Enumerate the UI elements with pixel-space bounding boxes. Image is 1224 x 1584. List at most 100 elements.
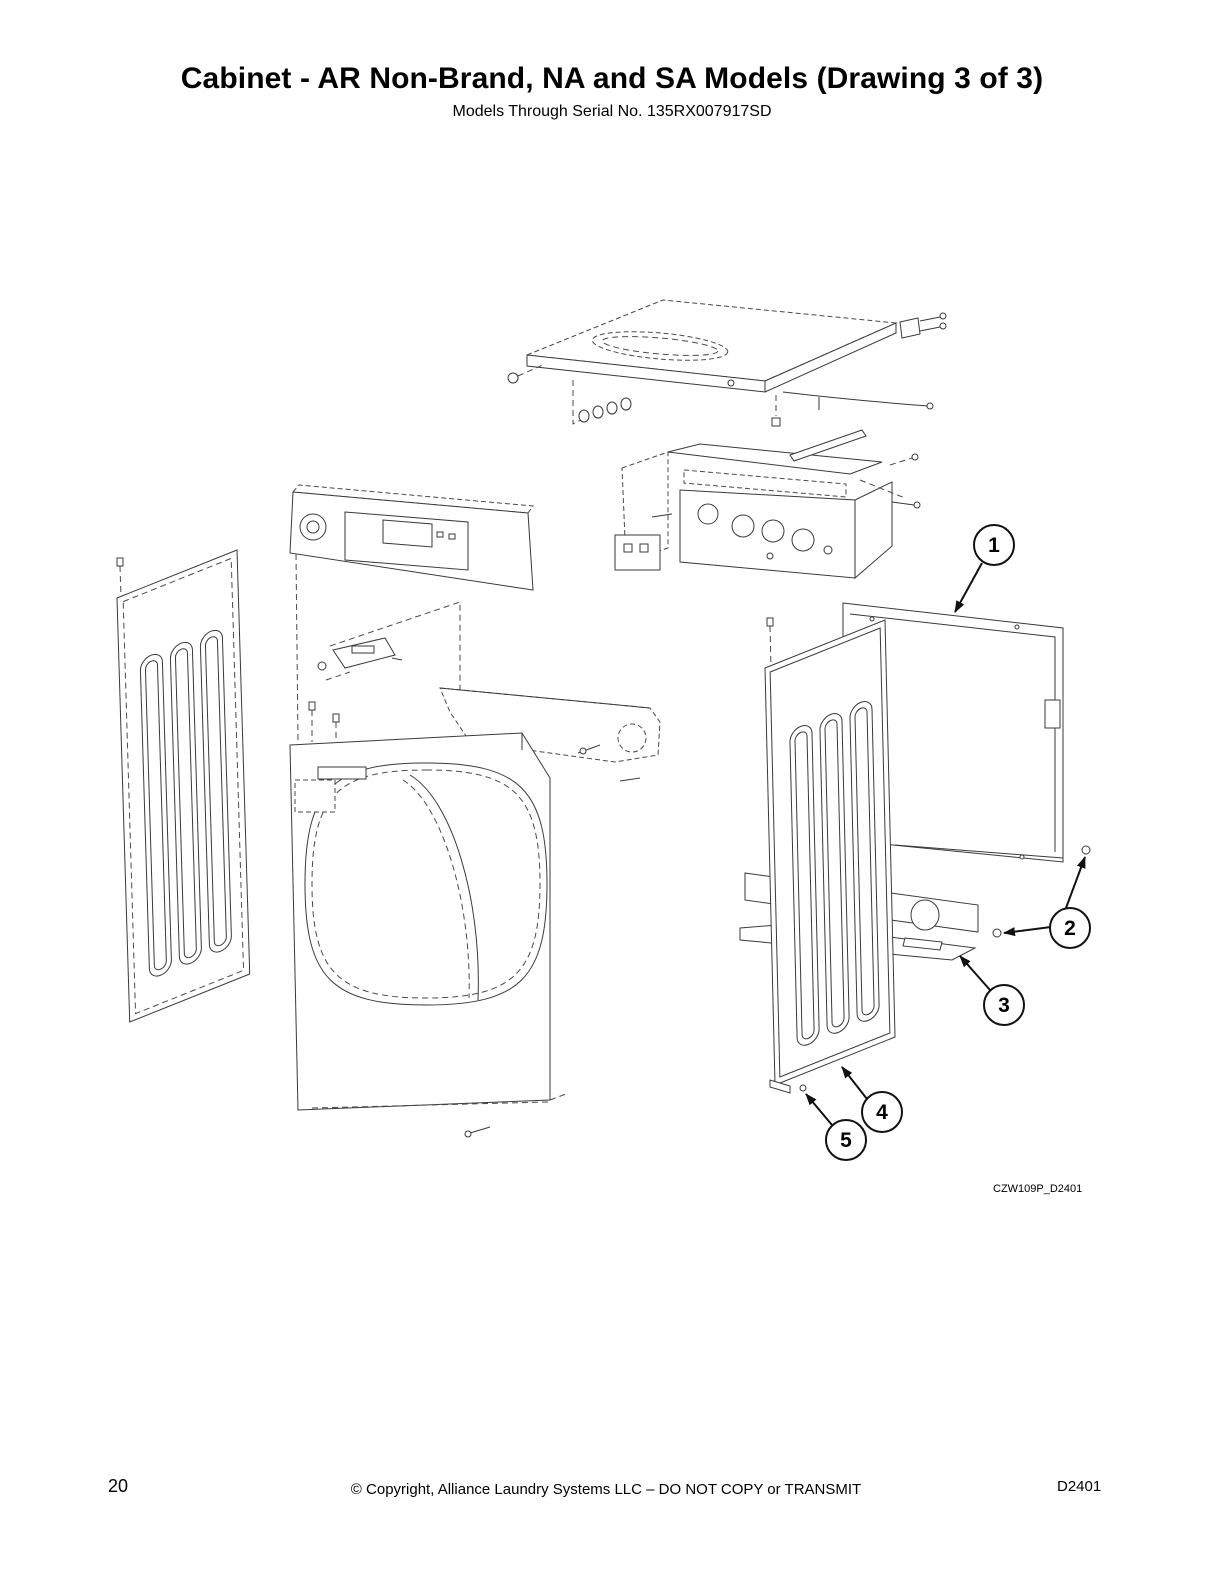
rear-panel-hole: [1014, 624, 1020, 630]
callout-leader: [805, 1093, 833, 1126]
control-knob-center: [306, 520, 320, 534]
callout-1: 1: [954, 524, 1015, 613]
callout-circle: [1049, 907, 1091, 949]
nut: [578, 409, 590, 423]
screw: [464, 1130, 472, 1138]
screw: [308, 701, 316, 711]
callout-2: 2: [1003, 856, 1091, 949]
control-box-top-opening: [683, 469, 847, 498]
callout-number: 1: [988, 534, 1000, 557]
dashed-leader: [119, 565, 122, 599]
nut: [606, 401, 618, 415]
display-window: [382, 519, 433, 548]
top-cover: [526, 299, 898, 393]
door-gasket: [311, 769, 541, 999]
rear-panel-bottom-flange: [894, 844, 1064, 859]
left-panel-rib: [170, 639, 202, 968]
control-box-hole: [766, 552, 774, 560]
dashed-leader: [889, 457, 913, 466]
left-panel-rib: [200, 627, 232, 956]
nut: [620, 397, 632, 411]
control-box-hole: [731, 514, 755, 538]
left-panel-rib-inner: [145, 659, 166, 972]
callout-number: 3: [998, 994, 1010, 1017]
support-bracket-edge: [439, 687, 651, 709]
right-panel-rib: [820, 710, 850, 1037]
callout-3: 3: [959, 955, 1025, 1026]
screw: [116, 557, 124, 567]
page-title: Cabinet - AR Non-Brand, NA and SA Models…: [180, 62, 1044, 95]
rear-panel-hole: [1019, 854, 1025, 860]
rear-panel-flange: [849, 613, 1056, 852]
page-subtitle: Models Through Serial No. 135RX007917SD: [452, 103, 772, 120]
terminal-block: [614, 534, 661, 571]
screw: [579, 747, 587, 755]
callout-leader: [1065, 856, 1086, 909]
lower-bracket-slot: [902, 937, 943, 951]
dashed-leader: [295, 553, 299, 743]
callout-leader: [959, 955, 991, 991]
top-cover-hole: [727, 379, 735, 387]
screw: [913, 501, 921, 509]
dashed-leader: [549, 1093, 567, 1101]
control-box-top-frame: [667, 443, 883, 475]
rear-panel-tab: [1044, 699, 1061, 729]
nut: [592, 405, 604, 419]
clip: [771, 417, 781, 427]
page-number: 20: [108, 1476, 129, 1496]
screw: [939, 312, 947, 320]
screw: [317, 661, 327, 671]
control-console: [289, 484, 534, 743]
front-panel: [289, 732, 567, 1111]
top-cover-hardware: [507, 312, 947, 427]
screw: [799, 1084, 807, 1092]
callout-4: 4: [841, 1066, 903, 1133]
left-panel-screw: [116, 557, 124, 599]
screw: [992, 928, 1002, 938]
screw: [332, 713, 340, 723]
hinge-bracket: [899, 317, 921, 339]
indicator: [448, 533, 456, 540]
drawing-id: CZW109P_D2401: [993, 1183, 1083, 1195]
latch: [351, 645, 375, 654]
right-panel-rib: [850, 698, 880, 1025]
document-code: D2401: [1057, 1478, 1102, 1495]
rear-panel: [842, 602, 1064, 863]
right-panel-rib-inner: [855, 706, 874, 1017]
callout-5: 5: [805, 1093, 867, 1161]
callout-circle: [825, 1119, 867, 1161]
dashed-leader: [329, 601, 461, 702]
right-panel-rib: [790, 722, 820, 1049]
rear-panel-hole: [869, 616, 875, 622]
left-panel-rib-inner: [205, 635, 226, 948]
terminal: [623, 543, 633, 553]
callout-number: 4: [876, 1101, 888, 1124]
callout-leader: [1003, 926, 1052, 937]
indicator: [436, 531, 444, 538]
right-panel-rib-inner: [795, 730, 814, 1041]
dashed-leader: [517, 363, 546, 377]
switch-housing: [294, 779, 336, 813]
dashed-leader: [859, 479, 906, 499]
screw-shank: [619, 777, 641, 782]
right-panel-screw: [766, 617, 774, 669]
door-opening: [304, 762, 548, 1006]
wire-rod: [782, 391, 929, 407]
top-cover-side-edge: [764, 322, 897, 393]
callout-circle: [861, 1091, 903, 1133]
door-switch: [317, 766, 367, 780]
screw-shank: [651, 513, 673, 518]
callout-leader: [954, 562, 983, 613]
screw: [939, 322, 947, 330]
screw-shank: [469, 1126, 491, 1134]
callout-leader: [841, 1066, 868, 1100]
control-box-hole: [761, 519, 785, 543]
right-panel-rib-inner: [825, 718, 844, 1029]
left-side-panel: [117, 550, 250, 1022]
dashed-leader: [769, 625, 772, 669]
control-box: [614, 429, 921, 580]
callout-number: 5: [840, 1129, 852, 1152]
screw: [911, 453, 919, 461]
screw: [507, 372, 519, 384]
